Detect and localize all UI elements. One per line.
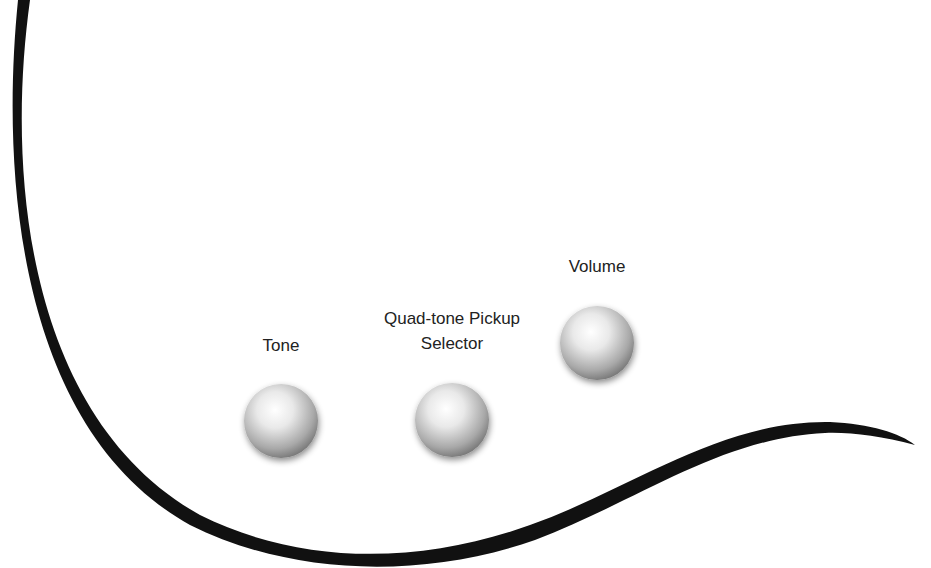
tone-knob <box>244 384 318 458</box>
selector-knob <box>415 383 489 457</box>
knob-label: Volume <box>569 254 626 279</box>
volume-knob <box>560 306 634 380</box>
guitar-body-edge <box>13 0 915 567</box>
knob-label: Quad-tone Pickup Selector <box>380 306 525 356</box>
knob-label: Tone <box>263 333 300 358</box>
